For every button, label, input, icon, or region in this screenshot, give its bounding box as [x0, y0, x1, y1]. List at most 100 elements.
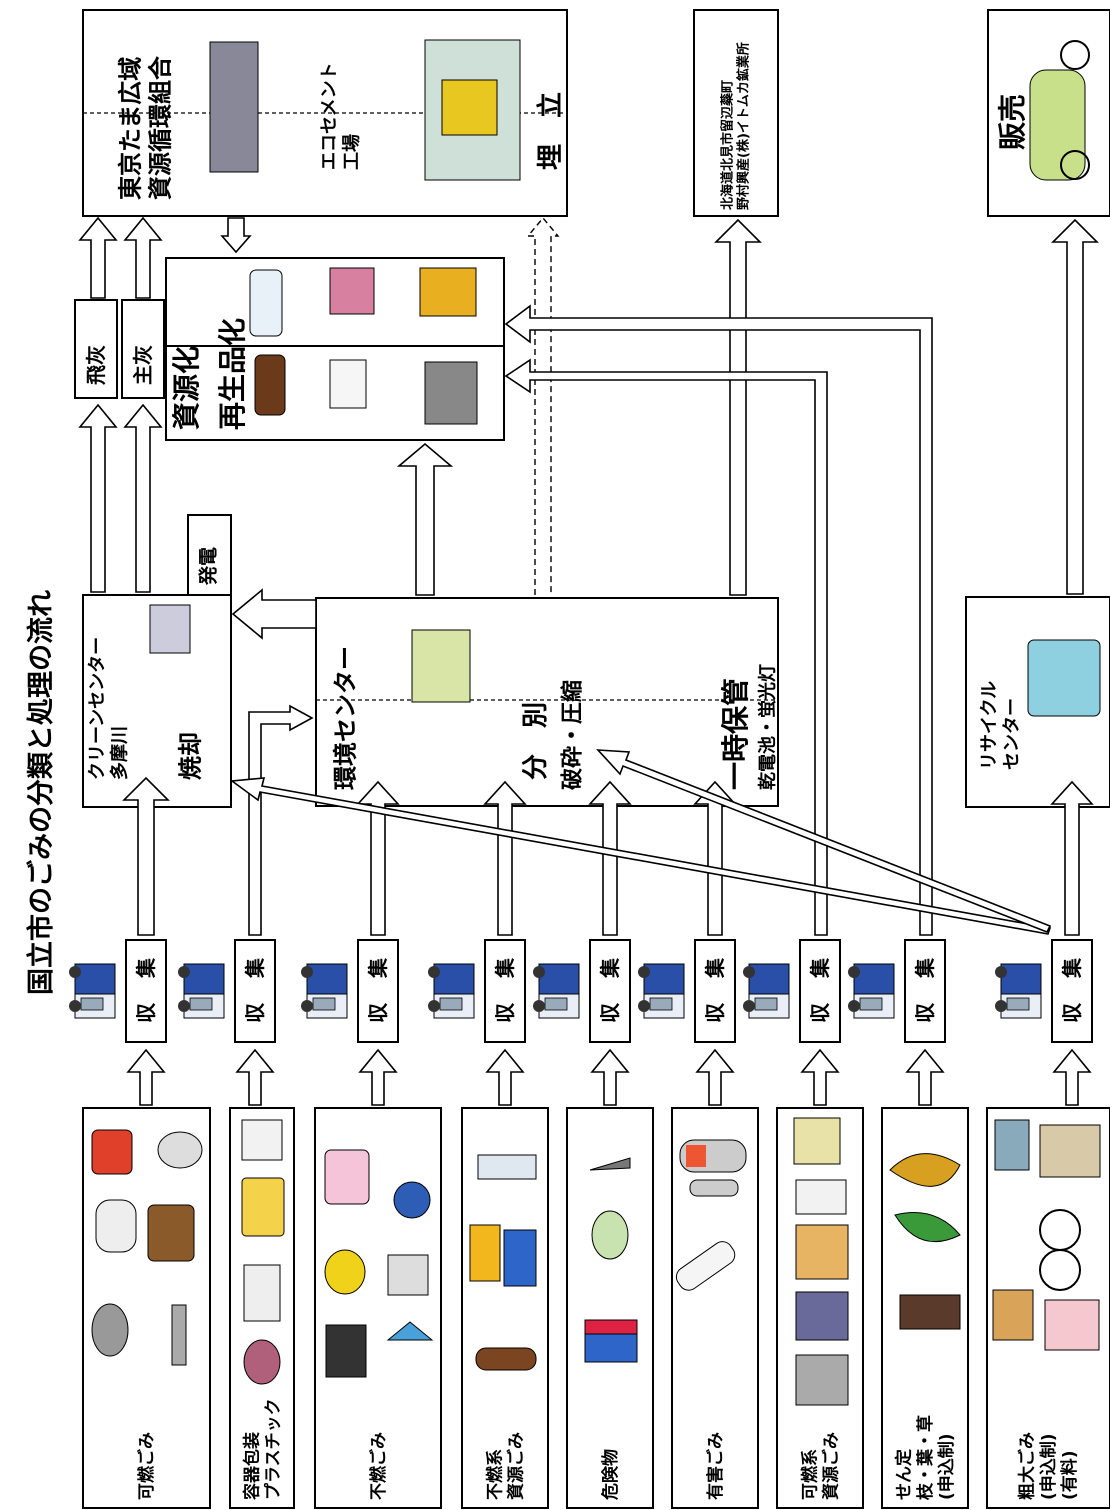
recycling-title: 資源化 — [170, 346, 203, 430]
clean-center-box — [82, 594, 232, 808]
collection-label-right: 集 — [913, 957, 937, 979]
recycling-title-line: 資源化 — [170, 346, 203, 430]
category-label-line: 不燃ごみ — [368, 1432, 389, 1500]
clean-center-name: クリーンセンター多摩川 — [87, 637, 131, 780]
collection-label-left: 収 — [134, 1002, 158, 1023]
landfill-icon — [424, 39, 521, 181]
arrow-plastic-to-env — [248, 704, 314, 936]
recycling-sub: 再生品化 — [216, 318, 249, 430]
arrow-to-env-center — [483, 780, 527, 936]
category-label-line: 有害ごみ — [705, 1432, 726, 1500]
truck-icon — [177, 963, 225, 1019]
category-label-line: せん定 — [894, 1449, 915, 1500]
oversized-items-icon — [992, 1119, 1101, 1351]
collection-unit: 収集 — [300, 939, 399, 1043]
collection-unit: 収集 — [177, 939, 276, 1043]
arrow-env-to-recycling — [396, 442, 454, 596]
collection-label-left: 収 — [493, 1002, 517, 1023]
collection-box — [1051, 939, 1093, 1043]
collection-unit: 収集 — [532, 939, 631, 1043]
collection-box — [694, 939, 736, 1043]
sort-label: 分 別 — [521, 702, 551, 780]
landfill-label: 埋 立 — [535, 92, 566, 170]
recycle-center-name-line: センター — [1002, 698, 1023, 770]
collection-label-left: 収 — [598, 1002, 622, 1023]
collection-label-right: 集 — [703, 957, 727, 979]
category-label: 不燃ごみ — [368, 1432, 389, 1500]
building-icon — [1027, 639, 1101, 717]
category-label: 粗大ごみ(申込制)(有料) — [1017, 1432, 1081, 1500]
recycling-sub-line: 再生品化 — [216, 318, 249, 430]
clean-center-name-line: クリーンセンター — [87, 637, 108, 780]
category-label: 可燃系資源ごみ — [799, 1432, 841, 1500]
env-center-name: 環境センター — [331, 646, 359, 790]
collection-label-right: 集 — [598, 957, 622, 979]
category-label-line: 枝・葉・草 — [915, 1415, 936, 1500]
bicycle-icon — [1029, 40, 1090, 181]
env-center-name-line: 環境センター — [331, 646, 359, 790]
category-boxes — [82, 1107, 1110, 1509]
collection-box — [799, 939, 841, 1043]
arrow-ash-to-tama — [78, 216, 118, 299]
collection-label-left: 収 — [913, 1002, 937, 1023]
up-arrow — [485, 1048, 525, 1106]
recycle-center-name: リサイクルセンター — [979, 681, 1023, 770]
collection-unit: 収集 — [68, 939, 167, 1043]
category-label-line: プラスチック — [263, 1398, 284, 1500]
category-label-line: 不燃系 — [484, 1449, 505, 1500]
arrow-env-to-clean — [231, 588, 317, 640]
collection-box — [484, 939, 526, 1043]
sale-box — [987, 9, 1110, 217]
recycle-center-box — [965, 596, 1110, 808]
storage-label: 一時保管 — [719, 678, 752, 790]
fly-ash-box — [74, 299, 118, 399]
arrow-oversized-to-env — [596, 749, 1052, 934]
crush-label: 破砕・圧縮 — [560, 680, 586, 790]
sale-label: 販売 — [996, 94, 1029, 150]
power-box — [187, 514, 232, 596]
arrow-paper-to-recycling — [504, 358, 828, 936]
up-arrow — [800, 1048, 840, 1106]
hokkaido-box — [693, 9, 779, 217]
storage-label-line: 一時保管 — [719, 678, 752, 790]
category-label-line: (有料) — [1059, 1450, 1080, 1500]
clean-center-name-line: 多摩川 — [109, 726, 131, 780]
fly-ash-label: 飛灰 — [84, 345, 108, 385]
collection-box — [904, 939, 946, 1043]
storage-sub-label: 乾電池・蛍光灯 — [756, 664, 778, 790]
eco-cement-label-line: エコセメント — [319, 62, 340, 170]
category-label-line: 可燃ごみ — [136, 1432, 157, 1500]
category-label-line: 資源ごみ — [506, 1432, 527, 1500]
category-label-line: 危険物 — [600, 1449, 621, 1501]
arrow-to-env-center — [588, 780, 632, 936]
arrow-to-clean-center — [122, 776, 170, 936]
facility-labels: クリーンセンター多摩川焼却発電環境センター分 別破砕・圧縮一時保管乾電池・蛍光灯… — [84, 42, 1029, 790]
up-arrow — [1052, 1048, 1092, 1106]
factory-icon — [209, 41, 259, 173]
up-arrow — [590, 1048, 630, 1106]
paper-cloth-icon — [793, 1117, 849, 1406]
collection-unit: 収集 — [847, 939, 946, 1043]
nonburnable-items-icon — [324, 1149, 434, 1378]
truck-icon — [68, 963, 116, 1019]
storage-sub-label-line: 乾電池・蛍光灯 — [756, 664, 778, 790]
hokkaido-label-line: 野村興産(株)イトムカ鉱業所 — [736, 42, 752, 210]
truck-icon — [742, 963, 790, 1019]
category-label-line: 可燃系 — [799, 1449, 820, 1500]
truck-icon — [637, 963, 685, 1019]
tama-union-name-line: 資源循環組合 — [146, 55, 174, 200]
plastic-items-icon — [241, 1119, 285, 1385]
arrow-ash-to-tama — [123, 216, 163, 299]
hazardous-items-icon — [584, 1157, 638, 1363]
up-arrow — [905, 1048, 945, 1106]
category-labels: 可燃ごみ容器包装プラスチック不燃ごみ不燃系資源ごみ危険物有害ごみ可燃系資源ごみせ… — [136, 1398, 1080, 1501]
bottle-can-icon — [469, 1154, 537, 1371]
arrow-to-recycle-center — [1050, 780, 1094, 936]
arrow-oversized-to-clean — [229, 777, 1052, 935]
arrow-branches-to-recycling — [504, 304, 933, 936]
eco-cement-label: エコセメント工場 — [319, 62, 363, 170]
fly-ash-label-line: 飛灰 — [84, 345, 108, 385]
collection-box — [125, 939, 167, 1043]
up-arrow — [126, 1048, 166, 1106]
burnable-items-icon — [91, 1129, 203, 1366]
